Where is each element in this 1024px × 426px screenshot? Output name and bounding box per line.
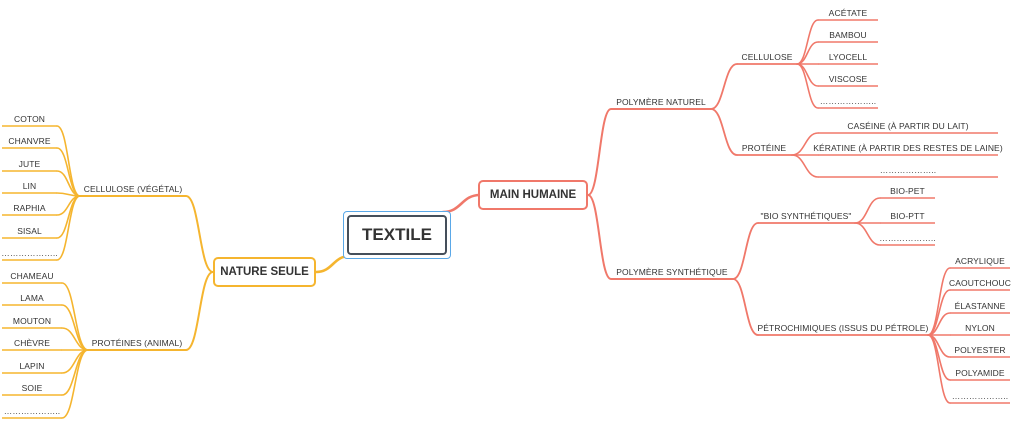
branch-cellulose[interactable]: CELLULOSE	[741, 52, 793, 62]
leaf-petro[interactable]: NYLON	[965, 323, 995, 333]
leaf-bio[interactable]: BIO-PTT	[890, 211, 925, 221]
connector-line	[56, 125, 81, 197]
connector-line	[710, 108, 738, 156]
leaf-petro[interactable]: POLYAMIDE	[955, 368, 1005, 378]
leaf-proteine[interactable]: ………………..	[879, 165, 937, 175]
leaf-cellulose-vegetal[interactable]: ………………..	[1, 248, 58, 258]
leaf-cellulose-vegetal[interactable]: SISAL	[17, 226, 42, 236]
leaf-proteine[interactable]: CASÉINE (À PARTIR DU LAIT)	[847, 121, 969, 131]
branch-proteine[interactable]: PROTÉINE	[741, 143, 787, 153]
leaf-cellulose[interactable]: LYOCELL	[828, 52, 868, 62]
leaf-bio[interactable]: ………………..	[879, 233, 936, 243]
connector-line	[61, 349, 89, 419]
connector-line	[732, 278, 759, 336]
leaf-petro[interactable]: POLYESTER	[954, 345, 1006, 355]
connector-line	[61, 304, 89, 351]
connector-line	[710, 63, 738, 110]
leaf-proteines-animal[interactable]: CHÈVRE	[13, 338, 51, 348]
branch-polymere-synthetique[interactable]: POLYMÈRE SYNTHÉTIQUE	[616, 267, 728, 277]
connector-line	[56, 195, 81, 261]
leaf-cellulose[interactable]: BAMBOU	[829, 30, 867, 40]
leaf-petro[interactable]: ÉLASTANNE	[954, 301, 1006, 311]
connector-line	[854, 222, 881, 246]
connector-line	[587, 194, 612, 280]
leaf-cellulose-vegetal[interactable]: COTON	[13, 114, 46, 124]
connector-line	[587, 108, 612, 196]
leaf-cellulose[interactable]: ………………..	[819, 96, 877, 106]
connector-line	[927, 334, 951, 404]
leaf-petro[interactable]: CAOUTCHOUC	[949, 278, 1011, 288]
leaf-cellulose-vegetal[interactable]: JUTE	[18, 159, 41, 169]
leaf-cellulose[interactable]: VISCOSE	[828, 74, 868, 84]
leaf-cellulose[interactable]: ACÉTATE	[828, 8, 868, 18]
connector-line	[441, 193, 482, 214]
nature-seule-node[interactable]: NATURE SEULE	[213, 257, 316, 287]
leaf-bio[interactable]: BIO-PET	[890, 186, 925, 196]
connector-line	[854, 197, 881, 224]
leaf-cellulose-vegetal[interactable]: RAPHIA	[13, 203, 46, 213]
connector-line	[796, 63, 819, 109]
leaf-petro[interactable]: ACRYLIQUE	[955, 256, 1005, 266]
branch-bio-synthetiques[interactable]: "BIO SYNTHÉTIQUES"	[760, 211, 852, 221]
branch-petrochimiques[interactable]: PÉTROCHIMIQUES (ISSUS DU PÉTROLE)	[757, 323, 929, 333]
branch-polymere-naturel[interactable]: POLYMÈRE NATUREL	[616, 97, 706, 107]
leaf-proteines-animal[interactable]: SOIE	[21, 383, 43, 393]
connector-line	[732, 222, 759, 280]
connector-line	[185, 195, 214, 273]
root-label: TEXTILE	[347, 215, 447, 255]
leaf-proteines-animal[interactable]: CHAMEAU	[10, 271, 54, 281]
leaf-proteines-animal[interactable]: LAMA	[20, 293, 44, 303]
leaf-cellulose-vegetal[interactable]: LIN	[22, 181, 37, 191]
leaf-cellulose-vegetal[interactable]: CHANVRE	[8, 136, 51, 146]
branch-cellulose-vegetal[interactable]: CELLULOSE (VÉGÉTAL)	[83, 184, 183, 194]
main-humaine-node[interactable]: MAIN HUMAINE	[478, 180, 588, 210]
leaf-petro[interactable]: ………………..	[951, 391, 1009, 401]
connector-line	[185, 271, 214, 351]
root-node[interactable]: TEXTILE	[343, 211, 451, 259]
leaf-proteines-animal[interactable]: MOUTON	[12, 316, 52, 326]
leaf-proteine[interactable]: KÉRATINE (À PARTIR DES RESTES DE LAINE)	[813, 143, 1003, 153]
leaf-proteines-animal[interactable]: LAPIN	[19, 361, 45, 371]
connector-line	[791, 154, 819, 178]
branch-proteines-animal[interactable]: PROTÉINES (ANIMAL)	[91, 338, 183, 348]
leaf-proteines-animal[interactable]: ………………..	[3, 406, 61, 416]
